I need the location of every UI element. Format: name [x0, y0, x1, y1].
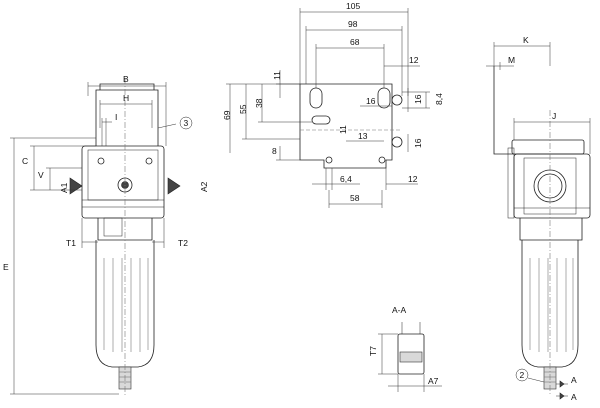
dim-69: 69	[222, 110, 232, 120]
dim-11-left: 11	[272, 71, 282, 80]
side-view: K M J 2 A A	[486, 35, 591, 402]
callout-3: 3	[184, 118, 189, 128]
front-cap-top	[99, 83, 155, 90]
callout-3-circle	[179, 116, 193, 130]
dim-A2: A2	[199, 181, 209, 192]
bracket-slot-left	[309, 87, 323, 109]
front-body	[81, 145, 165, 219]
front-view: B H I 3 C V A1 A2 T1 T2	[3, 74, 209, 395]
section-a-a-view: A-A T7 A7	[368, 305, 442, 392]
front-body-inner	[87, 149, 159, 201]
dim-V: V	[38, 170, 44, 180]
dim-T7: T7	[368, 346, 378, 356]
dim-A1: A1	[59, 182, 69, 193]
dim-I: I	[115, 112, 117, 122]
callout-2-circle	[515, 368, 529, 382]
dim-B: B	[123, 74, 129, 84]
mounting-bracket-view: 105 98 68 12 11 38 55 69 16	[222, 1, 444, 208]
dim-98: 98	[348, 19, 358, 29]
dim-105: 105	[346, 1, 360, 11]
dim-16-upper: 16	[413, 94, 423, 104]
dim-16-lower: 16	[413, 138, 423, 148]
dim-C: C	[22, 156, 28, 166]
dim-T1: T1	[66, 238, 76, 248]
side-body	[513, 153, 591, 219]
dim-38: 38	[254, 98, 264, 108]
dim-H: H	[123, 93, 129, 103]
side-port	[533, 169, 567, 203]
dim-13: 13	[358, 131, 368, 141]
dim-8-4: 8,4	[434, 93, 444, 105]
bracket-slot-right	[377, 87, 391, 109]
section-body	[397, 333, 425, 375]
dim-T2: T2	[178, 238, 188, 248]
dim-K: K	[523, 35, 529, 45]
outlet-arrow-icon	[167, 177, 181, 195]
dim-J: J	[552, 111, 556, 121]
dim-E: E	[3, 262, 9, 272]
dim-12-bottom: 12	[408, 174, 418, 184]
dim-16-mid: 16	[366, 96, 376, 106]
dim-A-lower: A	[571, 392, 577, 402]
front-cap-outline	[95, 89, 159, 146]
inlet-arrow-icon	[69, 177, 83, 195]
dim-A-upper: A	[571, 375, 577, 385]
dim-68: 68	[350, 37, 360, 47]
dim-M: M	[508, 55, 515, 65]
dim-12-top: 12	[409, 55, 419, 65]
dim-55: 55	[238, 104, 248, 114]
section-title: A-A	[392, 305, 407, 315]
callout-2: 2	[520, 370, 525, 380]
dim-8: 8	[272, 146, 277, 156]
dim-58: 58	[350, 193, 360, 203]
side-bowl	[521, 240, 579, 368]
dim-6-4: 6,4	[340, 174, 352, 184]
dim-A7: A7	[428, 376, 439, 386]
dim-11-mid: 11	[338, 125, 348, 134]
